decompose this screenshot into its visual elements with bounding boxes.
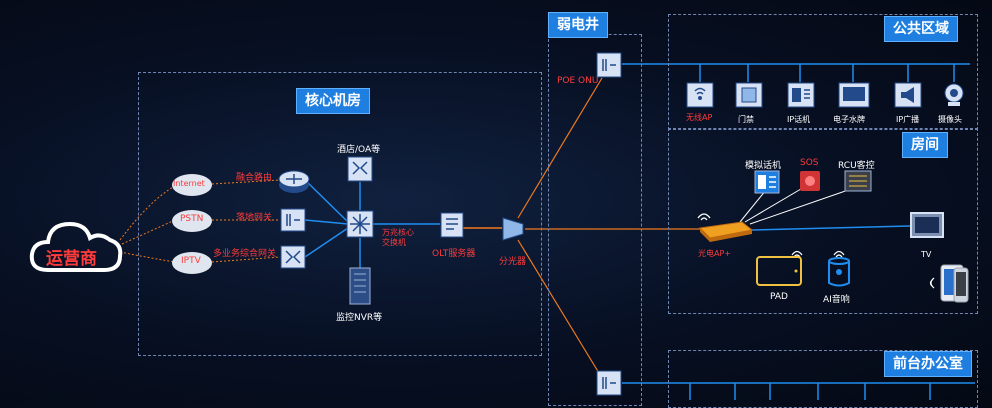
line-splitter-onu-bottom	[517, 239, 603, 379]
core-switch-label: 万兆核心 交换机	[382, 228, 414, 247]
multi-gateway-label: 多业务综合网关	[213, 249, 277, 259]
rcu-label: RCU客控	[838, 161, 875, 171]
room-zone	[668, 128, 978, 314]
access-control-icon	[735, 82, 763, 108]
landing-gateway-label: 落地网关	[236, 213, 273, 223]
pstn-cloud-icon	[172, 210, 212, 232]
front-office-title: 前台办公室	[884, 351, 972, 377]
line-internet-router	[211, 179, 281, 185]
line-ap-tv	[751, 225, 911, 231]
smartphone-icon	[940, 264, 969, 303]
line-ap-phone	[739, 189, 767, 223]
hotel-oa-label: 酒店/OA等	[337, 145, 381, 155]
optical-ap-plus-label: 光电AP+	[698, 249, 731, 258]
fusion-router-label: 融合路由	[236, 173, 273, 183]
ai-speaker-icon	[828, 257, 850, 287]
oa-switch-icon	[347, 156, 373, 182]
access-control-label: 门禁	[738, 115, 754, 124]
nvr-server-icon	[349, 267, 371, 305]
line-multigateway-switch	[304, 227, 349, 258]
core-room-zone	[138, 72, 542, 356]
camera-label: 摄像头	[938, 115, 962, 124]
internet-label: Internet	[173, 179, 205, 188]
olt-server-icon	[440, 212, 464, 238]
poe-onu-bottom-icon	[596, 370, 622, 396]
public-area-zone	[668, 14, 978, 130]
line-carrier-pstn	[121, 219, 176, 245]
line-iptv-gateway	[211, 256, 281, 263]
ip-broadcast-label: IP广播	[896, 115, 920, 124]
poe-onu-top-icon	[596, 52, 622, 78]
sos-button-icon	[800, 171, 820, 191]
poe-onu-label: POE ONU	[557, 76, 599, 86]
weak-well-zone	[548, 34, 642, 406]
core-room-title: 核心机房	[296, 88, 370, 114]
tv-label: TV	[921, 250, 932, 259]
gateway-icon	[280, 208, 306, 232]
carrier-label: 运营商	[46, 249, 97, 269]
camera-icon	[944, 83, 964, 106]
iptv-cloud-icon	[172, 252, 212, 274]
internet-cloud-icon	[172, 174, 212, 196]
e-signage-label: 电子水牌	[833, 115, 865, 124]
wireless-ap-icon	[686, 82, 714, 108]
splitter-icon	[502, 217, 524, 241]
rcu-controller-icon	[844, 170, 872, 192]
sos-label: SOS	[800, 158, 819, 168]
line-carrier-internet	[119, 185, 176, 241]
pstn-label: PSTN	[180, 214, 204, 224]
ip-broadcast-icon	[894, 82, 922, 108]
wireless-ap-label: 无线AP	[686, 113, 713, 122]
phone-wifi-icon	[929, 277, 935, 289]
e-signage-icon	[838, 82, 870, 108]
pad-icon	[756, 256, 802, 286]
line-splitter-onu-top	[517, 77, 603, 219]
tv-icon	[910, 212, 944, 238]
multi-gateway-icon	[280, 245, 306, 269]
router-icon	[278, 170, 310, 193]
carrier-cloud-icon	[29, 221, 123, 272]
line-router-switch	[304, 179, 349, 223]
analog-phone-label: 模拟话机	[745, 161, 782, 171]
splitter-label: 分光器	[499, 257, 527, 267]
olt-label: OLT服务器	[432, 249, 476, 259]
core-switch-icon	[346, 210, 374, 238]
optical-ap-plus-icon	[698, 221, 754, 242]
weak-well-title: 弱电井	[548, 12, 608, 38]
nvr-label: 监控NVR等	[336, 313, 383, 323]
line-carrier-iptv	[119, 251, 176, 263]
line-gateway-switch	[304, 219, 349, 225]
ip-phone-label: IP话机	[787, 115, 811, 124]
line-ap-rcu	[749, 187, 855, 225]
iptv-label: IPTV	[181, 256, 201, 266]
ip-phone-icon	[787, 82, 815, 108]
analog-phone-icon	[754, 170, 780, 194]
speaker-wifi-icon	[833, 250, 845, 258]
line-ap-sos	[744, 185, 807, 223]
public-area-title: 公共区域	[884, 16, 958, 42]
room-title: 房间	[902, 132, 948, 158]
pad-label: PAD	[770, 292, 788, 302]
wifi-signal-icon	[697, 213, 711, 221]
ai-speaker-label: AI音响	[823, 295, 850, 305]
